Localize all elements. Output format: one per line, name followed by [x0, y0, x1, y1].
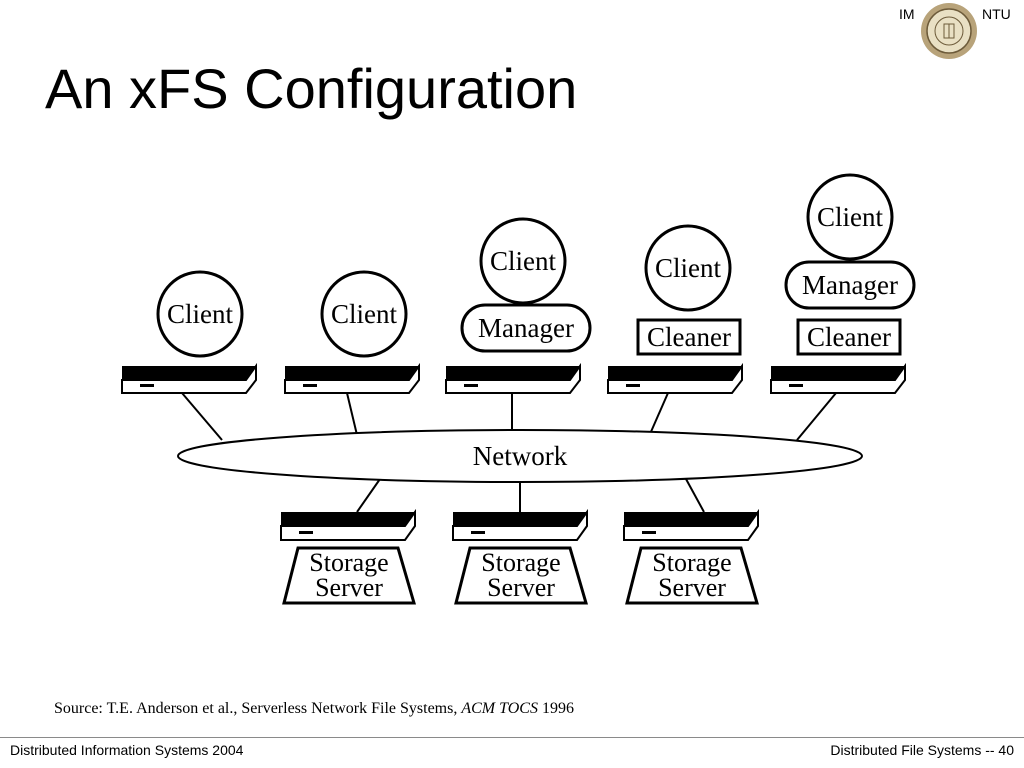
- client-label: Client: [655, 253, 721, 283]
- storage-label-line2: Server: [658, 573, 726, 602]
- cleaner-label: Cleaner: [807, 322, 891, 352]
- client-label: Client: [167, 299, 233, 329]
- link-line-s1: [356, 478, 381, 513]
- storage-trapezoid: [282, 546, 416, 605]
- link-line-5: [796, 392, 837, 441]
- client-circle: [479, 217, 567, 305]
- source-venue: ACM TOCS: [461, 700, 538, 717]
- manager-label: Manager: [802, 270, 898, 300]
- machine-4: Client Cleaner: [607, 224, 743, 394]
- client-label: Client: [331, 299, 397, 329]
- storage-server-1: Storage Server: [280, 508, 416, 605]
- machine-1: Client: [121, 270, 257, 394]
- storage-server-2: Storage Server: [452, 508, 588, 605]
- source-year: 1996: [537, 700, 574, 717]
- network-label: Network: [473, 441, 568, 471]
- storage-server-3: Storage Server: [623, 508, 759, 605]
- footer-course-title: Distributed Information Systems 2004: [10, 742, 244, 758]
- link-line-4: [649, 392, 669, 435]
- source-citation: Source: T.E. Anderson et al., Serverless…: [54, 700, 574, 718]
- cleaner-box: [636, 318, 742, 356]
- footer-divider: [0, 737, 1024, 738]
- client-circle: [320, 270, 408, 358]
- workstation-icon: [284, 362, 420, 394]
- manager-label: Manager: [478, 313, 574, 343]
- link-line-s3: [685, 478, 705, 513]
- storage-label-line1: Storage: [481, 548, 560, 577]
- header-tag-ntu: NTU: [982, 6, 1011, 22]
- machine-2: Client: [284, 270, 420, 394]
- client-circle: [156, 270, 244, 358]
- server-box-icon: [623, 508, 759, 541]
- workstation-icon: [121, 362, 257, 394]
- cleaner-label: Cleaner: [647, 322, 731, 352]
- storage-label-line1: Storage: [309, 548, 388, 577]
- client-label: Client: [817, 202, 883, 232]
- machine-5: Client Manager Cleaner: [770, 173, 916, 394]
- machine-3: Client Manager: [445, 217, 592, 394]
- manager-box: [784, 260, 916, 310]
- network-node: Network: [177, 429, 863, 483]
- university-seal-icon: [921, 3, 977, 59]
- header-tag-im: IM: [899, 6, 915, 22]
- server-box-icon: [452, 508, 588, 541]
- page-title: An xFS Configuration: [45, 57, 578, 120]
- storage-trapezoid: [454, 546, 588, 605]
- link-line-1: [181, 392, 223, 441]
- cleaner-box: [796, 318, 902, 356]
- workstation-icon: [607, 362, 743, 394]
- workstation-icon: [445, 362, 581, 394]
- link-line-2: [346, 392, 358, 436]
- client-circle: [644, 224, 732, 312]
- storage-label-line1: Storage: [652, 548, 731, 577]
- storage-label-line2: Server: [487, 573, 555, 602]
- client-circle: [806, 173, 894, 261]
- storage-label-line2: Server: [315, 573, 383, 602]
- source-prefix: Source: T.E. Anderson et al., Serverless…: [54, 700, 462, 717]
- server-box-icon: [280, 508, 416, 541]
- storage-trapezoid: [625, 546, 759, 605]
- footer-slide-number: Distributed File Systems -- 40: [830, 742, 1014, 758]
- manager-box: [460, 303, 592, 353]
- client-label: Client: [490, 246, 556, 276]
- workstation-icon: [770, 362, 906, 394]
